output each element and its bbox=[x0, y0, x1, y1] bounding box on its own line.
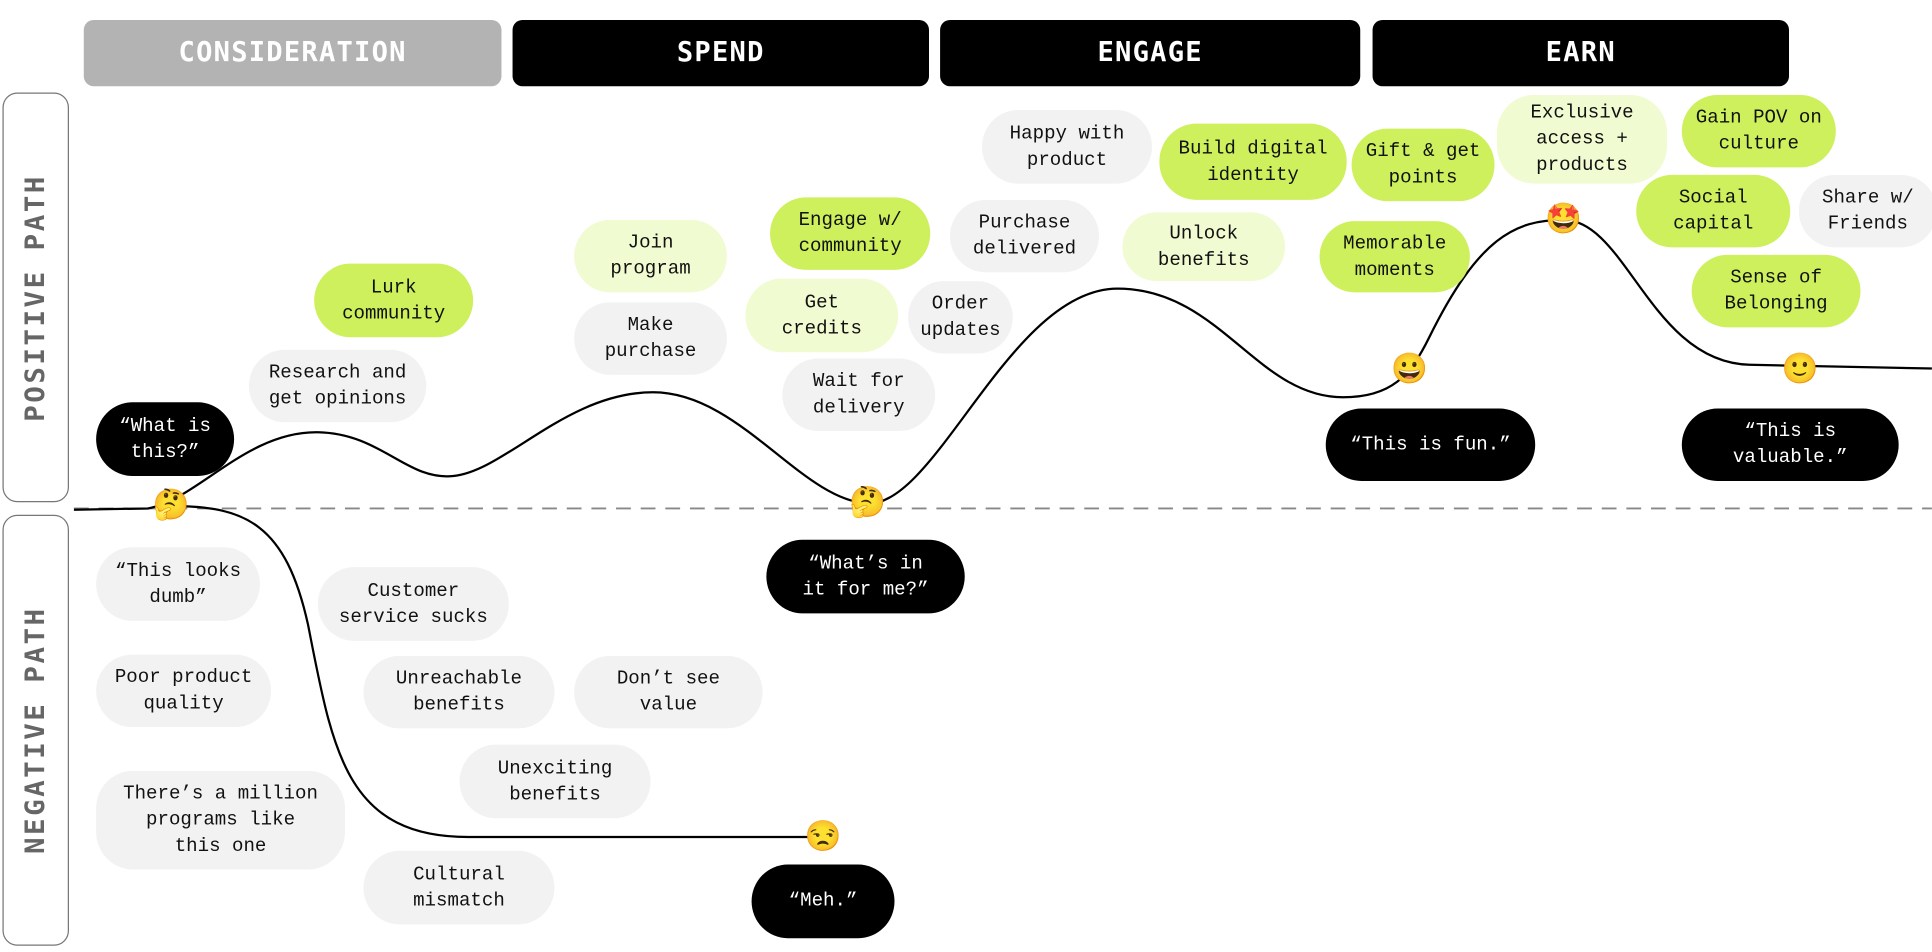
bubble-exclusive-access: Exclusive access + products bbox=[1497, 94, 1668, 184]
bubble-gift-points: Gift & get points bbox=[1351, 128, 1495, 202]
quote-what-is-this: “What is this?” bbox=[96, 402, 235, 476]
thinking-face-icon: 🤔 bbox=[848, 487, 886, 520]
smiling-face-icon: 🙂 bbox=[1781, 353, 1819, 387]
bubble-get-credits: Get credits bbox=[745, 278, 899, 353]
bubble-order-updates: Order updates bbox=[908, 281, 1013, 354]
quote-this-is-fun: “This is fun.” bbox=[1325, 408, 1536, 481]
bubble-million-programs: There’s a million programs like this one bbox=[96, 770, 345, 870]
bubble-memorable-moments: Memorable moments bbox=[1319, 221, 1470, 293]
stage-spend: SPEND bbox=[512, 19, 930, 87]
bubble-wait-delivery: Wait for delivery bbox=[782, 358, 936, 432]
bubble-digital-identity: Build digital identity bbox=[1159, 123, 1347, 200]
positive-path-label: POSITIVE PATH bbox=[2, 92, 69, 503]
quote-this-is-valuable: “This is valuable.” bbox=[1681, 408, 1899, 481]
grinning-face-icon: 😀 bbox=[1391, 353, 1428, 387]
unamused-face-icon: 😒 bbox=[804, 820, 842, 854]
bubble-no-value: Don’t see value bbox=[574, 655, 763, 729]
thinking-face-icon: 🤔 bbox=[152, 489, 190, 523]
stage-engage: ENGAGE bbox=[940, 19, 1361, 87]
bubble-cultural-mismatch: Cultural mismatch bbox=[363, 850, 555, 925]
bubble-share-friends: Share w/ Friends bbox=[1798, 174, 1932, 248]
bubble-poor-quality: Poor product quality bbox=[96, 654, 272, 728]
bubble-join-program: Join program bbox=[574, 219, 727, 293]
bubble-happy-product: Happy with product bbox=[981, 109, 1153, 184]
bubble-sense-belonging: Sense of Belonging bbox=[1691, 254, 1861, 328]
quote-meh: “Meh.” bbox=[751, 864, 895, 939]
bubble-purchase-delivered: Purchase delivered bbox=[949, 199, 1100, 273]
star-struck-face-icon: 🤩 bbox=[1545, 203, 1582, 237]
quote-whats-in-it: “What’s in it for me?” bbox=[766, 539, 965, 614]
negative-curve bbox=[171, 504, 824, 839]
bubble-looks-dumb: “This looks dumb” bbox=[96, 547, 260, 621]
bubble-engage-community: Engage w/ community bbox=[770, 197, 931, 270]
bubble-research: Research and get opinions bbox=[248, 349, 427, 423]
bubble-lurk-community: Lurk community bbox=[314, 263, 474, 338]
bubble-gain-pov: Gain POV on culture bbox=[1681, 94, 1836, 168]
bubble-unlock-benefits: Unlock benefits bbox=[1122, 212, 1286, 282]
negative-path-label: NEGATIVE PATH bbox=[2, 514, 69, 946]
bubble-unreachable-benefits: Unreachable benefits bbox=[363, 655, 555, 729]
positive-curve bbox=[73, 218, 1932, 511]
bubble-customer-service: Customer service sucks bbox=[317, 567, 509, 641]
bubble-unexciting-benefits: Unexciting benefits bbox=[459, 744, 651, 819]
stage-consideration: CONSIDERATION bbox=[83, 19, 502, 87]
stage-earn: EARN bbox=[1372, 19, 1790, 87]
bubble-make-purchase: Make purchase bbox=[574, 302, 727, 375]
bubble-social-capital: Social capital bbox=[1636, 174, 1791, 248]
